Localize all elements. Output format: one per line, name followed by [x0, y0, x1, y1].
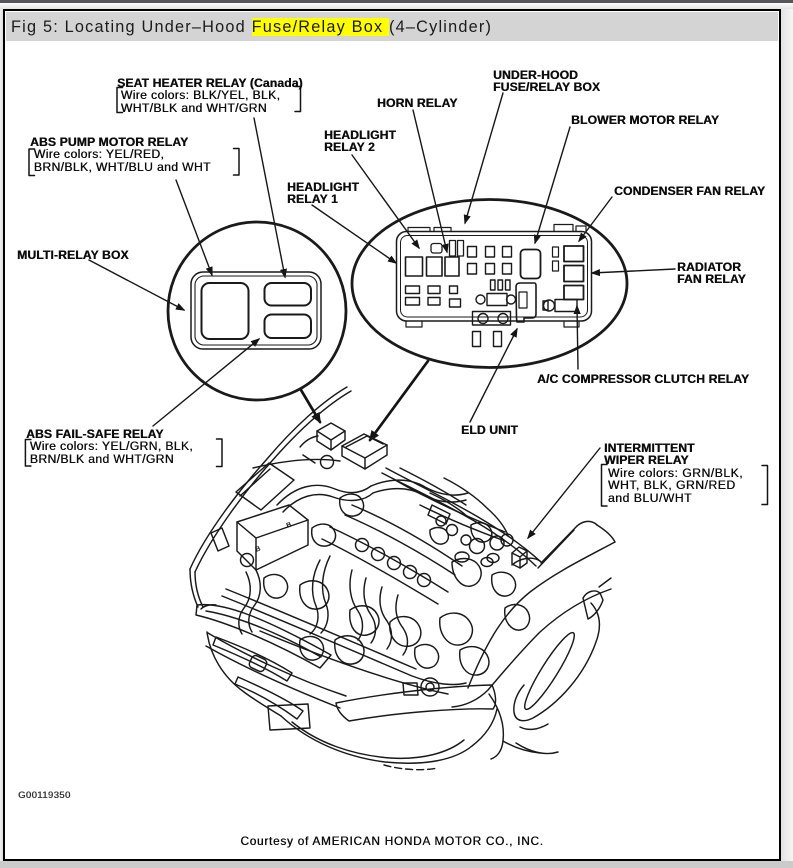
svg-text:B: B [254, 545, 261, 553]
svg-text:B: B [285, 521, 292, 529]
